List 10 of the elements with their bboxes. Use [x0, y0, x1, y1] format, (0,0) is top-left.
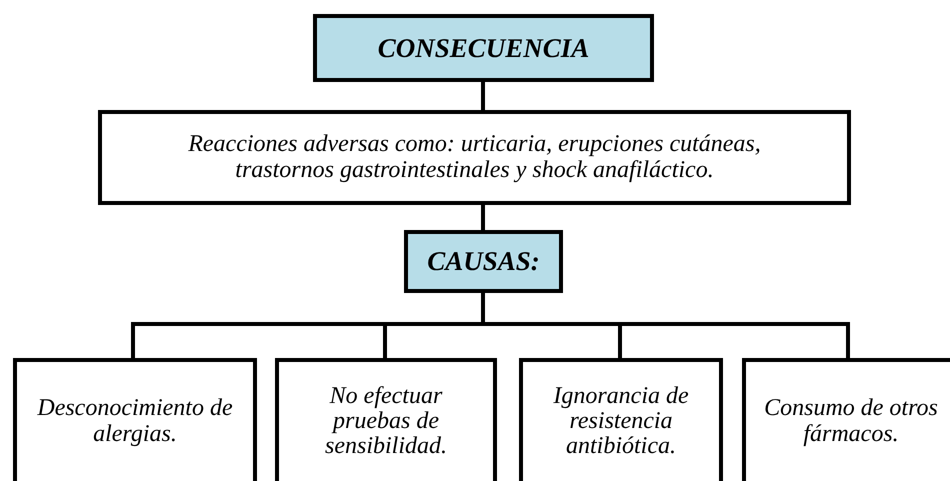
text-box: Desconocimiento de alergias.: [13, 358, 257, 481]
connector-line: [481, 205, 485, 230]
text-box: Reacciones adversas como: urticaria, erupciones cutáneas, trastornos gastrointestinales y shock anafiláctico.: [98, 110, 851, 205]
text-box: Ignorancia de resistencia antibiótica.: [519, 358, 723, 481]
heading-box: CAUSAS:: [404, 230, 563, 293]
text-box: No efectuar pruebas de sensibilidad.: [275, 358, 497, 481]
heading-box: CONSECUENCIA: [313, 14, 654, 82]
connector-line: [481, 293, 850, 358]
text-box: Consumo de otros fármacos.: [742, 358, 950, 481]
connector-line: [481, 82, 485, 110]
